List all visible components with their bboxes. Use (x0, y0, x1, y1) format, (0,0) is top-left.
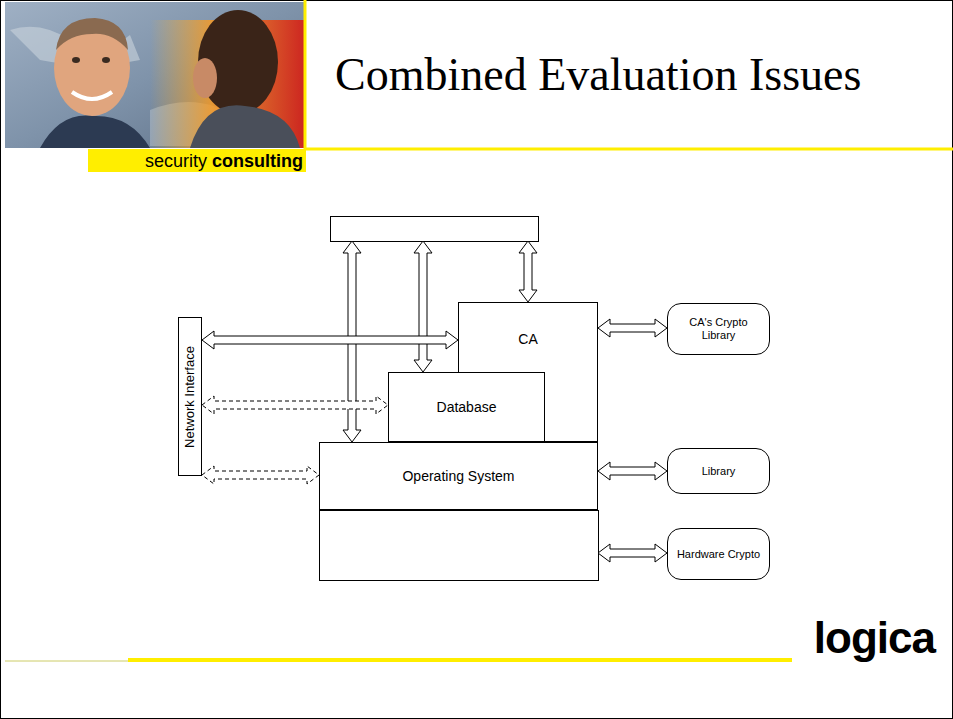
logo-text: logica (814, 616, 935, 660)
node-label: Library (702, 465, 736, 478)
tagline: security consulting (88, 149, 306, 172)
block-arrow (519, 241, 537, 302)
node-label: Operating System (402, 468, 514, 484)
component-box: Database (388, 372, 545, 442)
dashed-block-arrow (202, 466, 319, 484)
dashed-block-arrow (202, 396, 388, 414)
header-photo (5, 2, 305, 148)
block-arrow (414, 241, 432, 372)
footer-rule-thin (5, 661, 130, 662)
library-box: Hardware Crypto (667, 528, 770, 580)
interface-box (331, 217, 539, 242)
block-arrow (598, 462, 667, 480)
node-label: CA's Crypto Library (674, 316, 763, 341)
library-box: Library (667, 448, 770, 494)
node-label: Network Interface (183, 346, 198, 448)
hardware-box (320, 511, 599, 581)
tagline-band (88, 149, 306, 172)
tagline-word: consulting (212, 152, 303, 170)
tagline-word: security (145, 152, 207, 170)
component-box: Operating System (319, 442, 598, 510)
node-label: Hardware Crypto (677, 548, 760, 561)
block-arrow (598, 319, 667, 337)
slide-title: Combined Evaluation Issues (335, 52, 861, 98)
block-arrow (598, 544, 667, 562)
library-box: CA's Crypto Library (667, 303, 770, 355)
footer-rule (128, 658, 792, 662)
interface-box: Network Interface (178, 317, 202, 476)
node-label: Database (437, 399, 497, 415)
header-rule (305, 148, 953, 151)
header-divider (304, 0, 307, 149)
node-label: CA (518, 331, 537, 347)
block-arrow (202, 331, 458, 349)
